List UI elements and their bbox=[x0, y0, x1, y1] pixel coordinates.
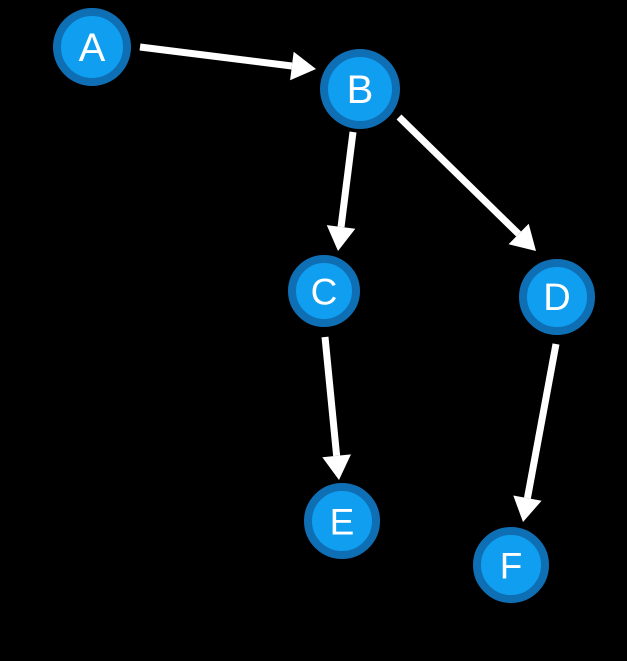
edge-b-d bbox=[396, 114, 536, 251]
node-label-b: B bbox=[347, 68, 374, 112]
arrowhead-b-c bbox=[326, 225, 356, 251]
nodes-layer: A B C D E F bbox=[53, 8, 595, 603]
node-circle-d[interactable] bbox=[519, 259, 595, 335]
node-circle-f[interactable] bbox=[473, 527, 549, 603]
arrowhead-b-d bbox=[508, 223, 536, 251]
graph-node-e[interactable]: E bbox=[304, 483, 380, 559]
graph-node-d[interactable]: D bbox=[519, 259, 595, 335]
node-circle-b[interactable] bbox=[320, 49, 400, 129]
node-label-d: D bbox=[543, 277, 570, 319]
edge-a-b bbox=[139, 43, 316, 81]
node-circle-a[interactable] bbox=[53, 8, 131, 86]
arrowhead-a-b bbox=[290, 51, 316, 81]
edge-line-c-e bbox=[321, 336, 341, 457]
edge-line-a-b bbox=[139, 43, 293, 70]
node-label-c: C bbox=[311, 272, 338, 313]
graph-node-c[interactable]: C bbox=[288, 255, 360, 327]
edge-d-f bbox=[513, 343, 560, 522]
edge-line-b-d bbox=[396, 114, 522, 237]
arrowhead-d-f bbox=[513, 495, 542, 522]
node-label-a: A bbox=[79, 26, 106, 70]
node-circle-c[interactable] bbox=[288, 255, 360, 327]
node-label-f: F bbox=[500, 546, 523, 587]
edge-b-c bbox=[326, 131, 357, 251]
edge-line-d-f bbox=[523, 343, 560, 499]
edges-layer bbox=[139, 43, 560, 522]
node-circle-e[interactable] bbox=[304, 483, 380, 559]
graph-node-a[interactable]: A bbox=[53, 8, 131, 86]
node-label-e: E bbox=[330, 502, 355, 543]
arrowhead-c-e bbox=[322, 454, 351, 480]
graph-node-f[interactable]: F bbox=[473, 527, 549, 603]
edge-line-b-c bbox=[337, 131, 357, 228]
edge-c-e bbox=[321, 336, 351, 480]
graph-node-b[interactable]: B bbox=[320, 49, 400, 129]
